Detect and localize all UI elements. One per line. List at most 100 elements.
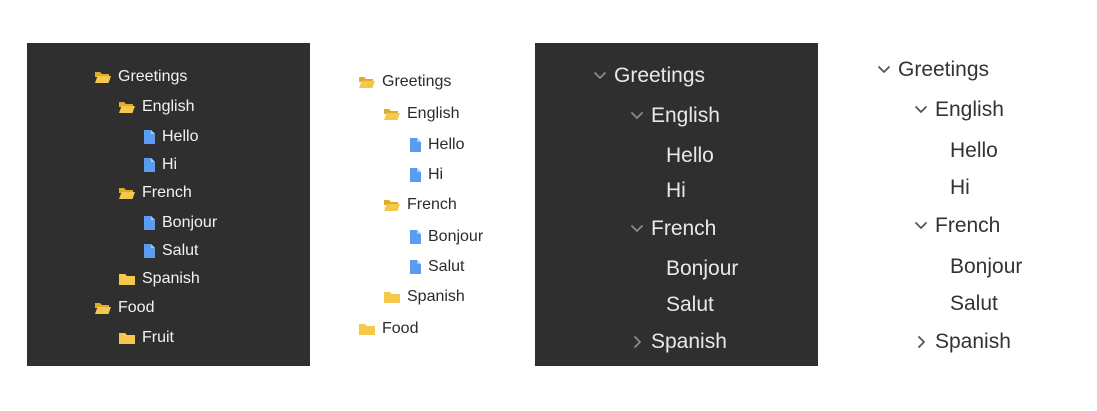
tree-node-label: English	[651, 104, 720, 127]
tree-node-bonjour[interactable]: Bonjour	[950, 256, 1022, 277]
file-icon	[144, 216, 155, 230]
file-icon	[410, 260, 421, 274]
tree-node-hi[interactable]: Hi	[950, 177, 970, 198]
tree-node-label: French	[935, 214, 1001, 237]
tree-node-label: Greetings	[614, 64, 706, 87]
tree-node-label: Food	[118, 299, 155, 316]
file-icon	[410, 138, 421, 152]
tree-node-label: Spanish	[651, 330, 727, 353]
tree-node-french[interactable]: French	[118, 185, 192, 201]
tree-node-label: Hi	[162, 156, 178, 173]
file-icon	[144, 244, 155, 258]
tree-node-label: Bonjour	[162, 214, 218, 231]
chevron-right-icon[interactable]	[913, 334, 929, 350]
tree-node-english[interactable]: English	[913, 99, 1004, 120]
tree-node-greetings[interactable]: Greetings	[876, 59, 989, 80]
tree-node-hi[interactable]: Hi	[666, 180, 686, 201]
chevron-right-icon[interactable]	[629, 334, 645, 350]
folder-open-icon	[95, 303, 111, 314]
tree-node-salut[interactable]: Salut	[408, 259, 464, 275]
chevron-down-icon[interactable]	[629, 108, 645, 124]
tree-node-label: Hello	[666, 144, 714, 167]
tree-node-salut[interactable]: Salut	[142, 243, 198, 259]
tree-node-label: Hello	[428, 136, 465, 153]
tree-node-label: French	[407, 196, 457, 213]
tree-node-label: Food	[382, 320, 419, 337]
tree-node-spanish[interactable]: Spanish	[383, 289, 465, 305]
tree-node-spanish[interactable]: Spanish	[913, 331, 1011, 352]
chevron-down-icon[interactable]	[629, 221, 645, 237]
tree-node-label: Fruit	[142, 329, 174, 346]
file-icon	[144, 130, 155, 144]
file-icon	[144, 158, 155, 172]
file-icon	[410, 230, 421, 244]
tree-node-english[interactable]: English	[383, 106, 459, 122]
chevron-down-icon[interactable]	[913, 218, 929, 234]
tree-node-label: Salut	[162, 242, 199, 259]
tree-node-label: French	[142, 184, 192, 201]
tree-node-hello[interactable]: Hello	[408, 137, 464, 153]
tree-node-spanish[interactable]: Spanish	[118, 271, 200, 287]
folder-open-icon	[359, 77, 375, 88]
tree-node-label: Bonjour	[428, 228, 484, 245]
tree-node-fruit[interactable]: Fruit	[118, 330, 174, 346]
tree-node-french[interactable]: French	[629, 218, 716, 239]
tree-node-label: Greetings	[898, 58, 990, 81]
tree-node-label: Salut	[666, 293, 714, 316]
file-icon	[410, 168, 421, 182]
folder-open-icon	[384, 200, 400, 211]
tree-node-label: Salut	[428, 258, 465, 275]
folder-closed-icon	[384, 292, 400, 303]
tree-node-label: Bonjour	[950, 255, 1023, 278]
tree-node-label: English	[142, 98, 195, 115]
chevron-down-icon[interactable]	[913, 102, 929, 118]
tree-node-label: Spanish	[142, 270, 200, 287]
folder-closed-icon	[119, 274, 135, 285]
tree-node-greetings[interactable]: Greetings	[592, 65, 705, 86]
tree-node-spanish[interactable]: Spanish	[629, 331, 727, 352]
folder-open-icon	[119, 188, 135, 199]
tree-node-french[interactable]: French	[913, 215, 1000, 236]
folder-open-icon	[95, 72, 111, 83]
tree-node-label: English	[935, 98, 1004, 121]
tree-node-english[interactable]: English	[629, 105, 720, 126]
tree-node-bonjour[interactable]: Bonjour	[666, 258, 738, 279]
tree-node-label: Hello	[162, 128, 199, 145]
tree-node-hello[interactable]: Hello	[142, 129, 198, 145]
tree-node-label: Salut	[950, 292, 998, 315]
tree-node-hello[interactable]: Hello	[666, 145, 714, 166]
folder-closed-icon	[359, 324, 375, 335]
tree-node-label: Hello	[950, 139, 998, 162]
tree-node-label: Hi	[950, 176, 970, 199]
folder-open-icon	[119, 102, 135, 113]
folder-open-icon	[384, 109, 400, 120]
tree-node-english[interactable]: English	[118, 99, 194, 115]
tree-node-label: French	[651, 217, 717, 240]
tree-node-salut[interactable]: Salut	[950, 293, 998, 314]
tree-node-greetings[interactable]: Greetings	[358, 74, 451, 90]
tree-node-label: Hi	[428, 166, 444, 183]
folder-closed-icon	[119, 333, 135, 344]
tree-node-label: Hi	[666, 179, 686, 202]
tree-node-hello[interactable]: Hello	[950, 140, 998, 161]
tree-node-label: Spanish	[407, 288, 465, 305]
chevron-down-icon[interactable]	[592, 68, 608, 84]
tree-node-label: Greetings	[118, 68, 188, 85]
tree-node-salut[interactable]: Salut	[666, 294, 714, 315]
tree-node-label: Greetings	[382, 73, 452, 90]
tree-node-bonjour[interactable]: Bonjour	[142, 215, 217, 231]
tree-node-french[interactable]: French	[383, 197, 457, 213]
tree-node-hi[interactable]: Hi	[142, 157, 177, 173]
tree-node-bonjour[interactable]: Bonjour	[408, 229, 483, 245]
tree-node-hi[interactable]: Hi	[408, 167, 443, 183]
chevron-down-icon[interactable]	[876, 62, 892, 78]
tree-node-greetings[interactable]: Greetings	[94, 69, 187, 85]
tree-node-food[interactable]: Food	[94, 300, 154, 316]
tree-node-label: Bonjour	[666, 257, 739, 280]
tree-node-food[interactable]: Food	[358, 321, 418, 337]
